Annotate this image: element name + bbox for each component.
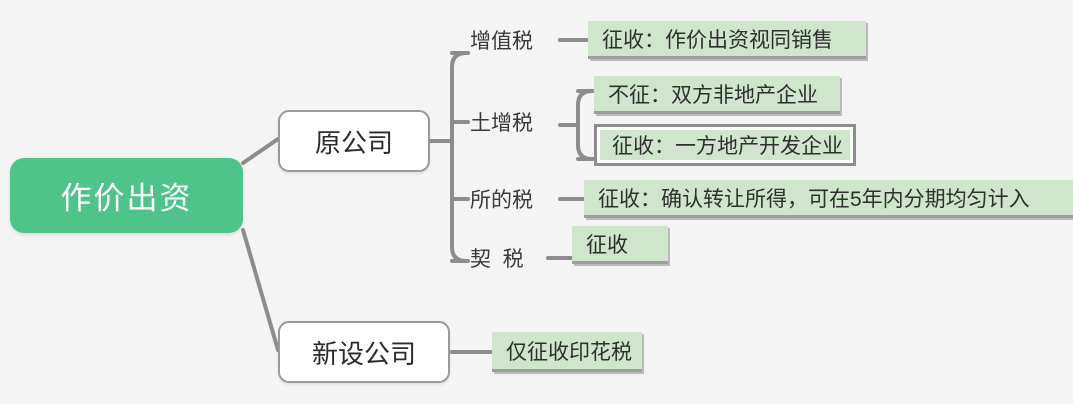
leaf-node-stamp-duty-only-label: 仅征收印花税 [506,340,632,364]
branch-node-new-company[interactable]: 新设公司 [278,321,450,383]
leaf-node-income-tax-levied[interactable]: 征收：确认转让所得，可在5年内分期均匀计入 [584,180,1073,218]
category-label-income-tax-text: 所的税 [470,189,533,212]
category-label-vat-text: 增值税 [470,30,533,53]
leaf-node-vat-levied[interactable]: 征收：作价出资视同销售 [588,21,866,59]
category-label-income-tax[interactable]: 所的税 [470,181,580,217]
leaf-node-land-vat-exempt-label: 不征：双方非地产企业 [608,83,818,107]
root-node-label: 作价出资 [60,181,193,216]
leaf-node-land-vat-levied[interactable]: 征收：一方地产开发企业 [594,124,856,166]
edge-landvat-trunk [576,89,594,161]
leaf-node-deed-tax-levied[interactable]: 征收 [572,226,668,264]
branch-node-original-company-label: 原公司 [314,127,393,158]
branch-node-original-company[interactable]: 原公司 [278,110,430,172]
category-label-land-vat[interactable]: 土增税 [470,104,580,140]
branch-node-new-company-label: 新设公司 [311,338,416,369]
leaf-node-land-vat-exempt[interactable]: 不征：双方非地产企业 [594,76,840,114]
category-label-deed-tax-text: 契 税 [470,248,524,271]
root-node[interactable]: 作价出资 [10,158,243,233]
category-label-deed-tax[interactable]: 契 税 [470,240,580,276]
leaf-node-land-vat-levied-label: 征收：一方地产开发企业 [612,135,843,158]
category-label-vat[interactable]: 增值税 [470,22,580,58]
edge-root-to-new [241,228,280,352]
leaf-node-stamp-duty-only[interactable]: 仅征收印花税 [492,332,642,372]
leaf-node-income-tax-levied-label: 征收：确认转让所得，可在5年内分期均匀计入 [598,187,1030,211]
leaf-node-deed-tax-levied-label: 征收 [586,233,628,257]
edge-trunk-original [450,51,468,263]
edge-root-to-original [241,137,280,165]
category-label-land-vat-text: 土增税 [470,112,533,135]
leaf-node-vat-levied-label: 征收：作价出资视同销售 [602,28,833,52]
